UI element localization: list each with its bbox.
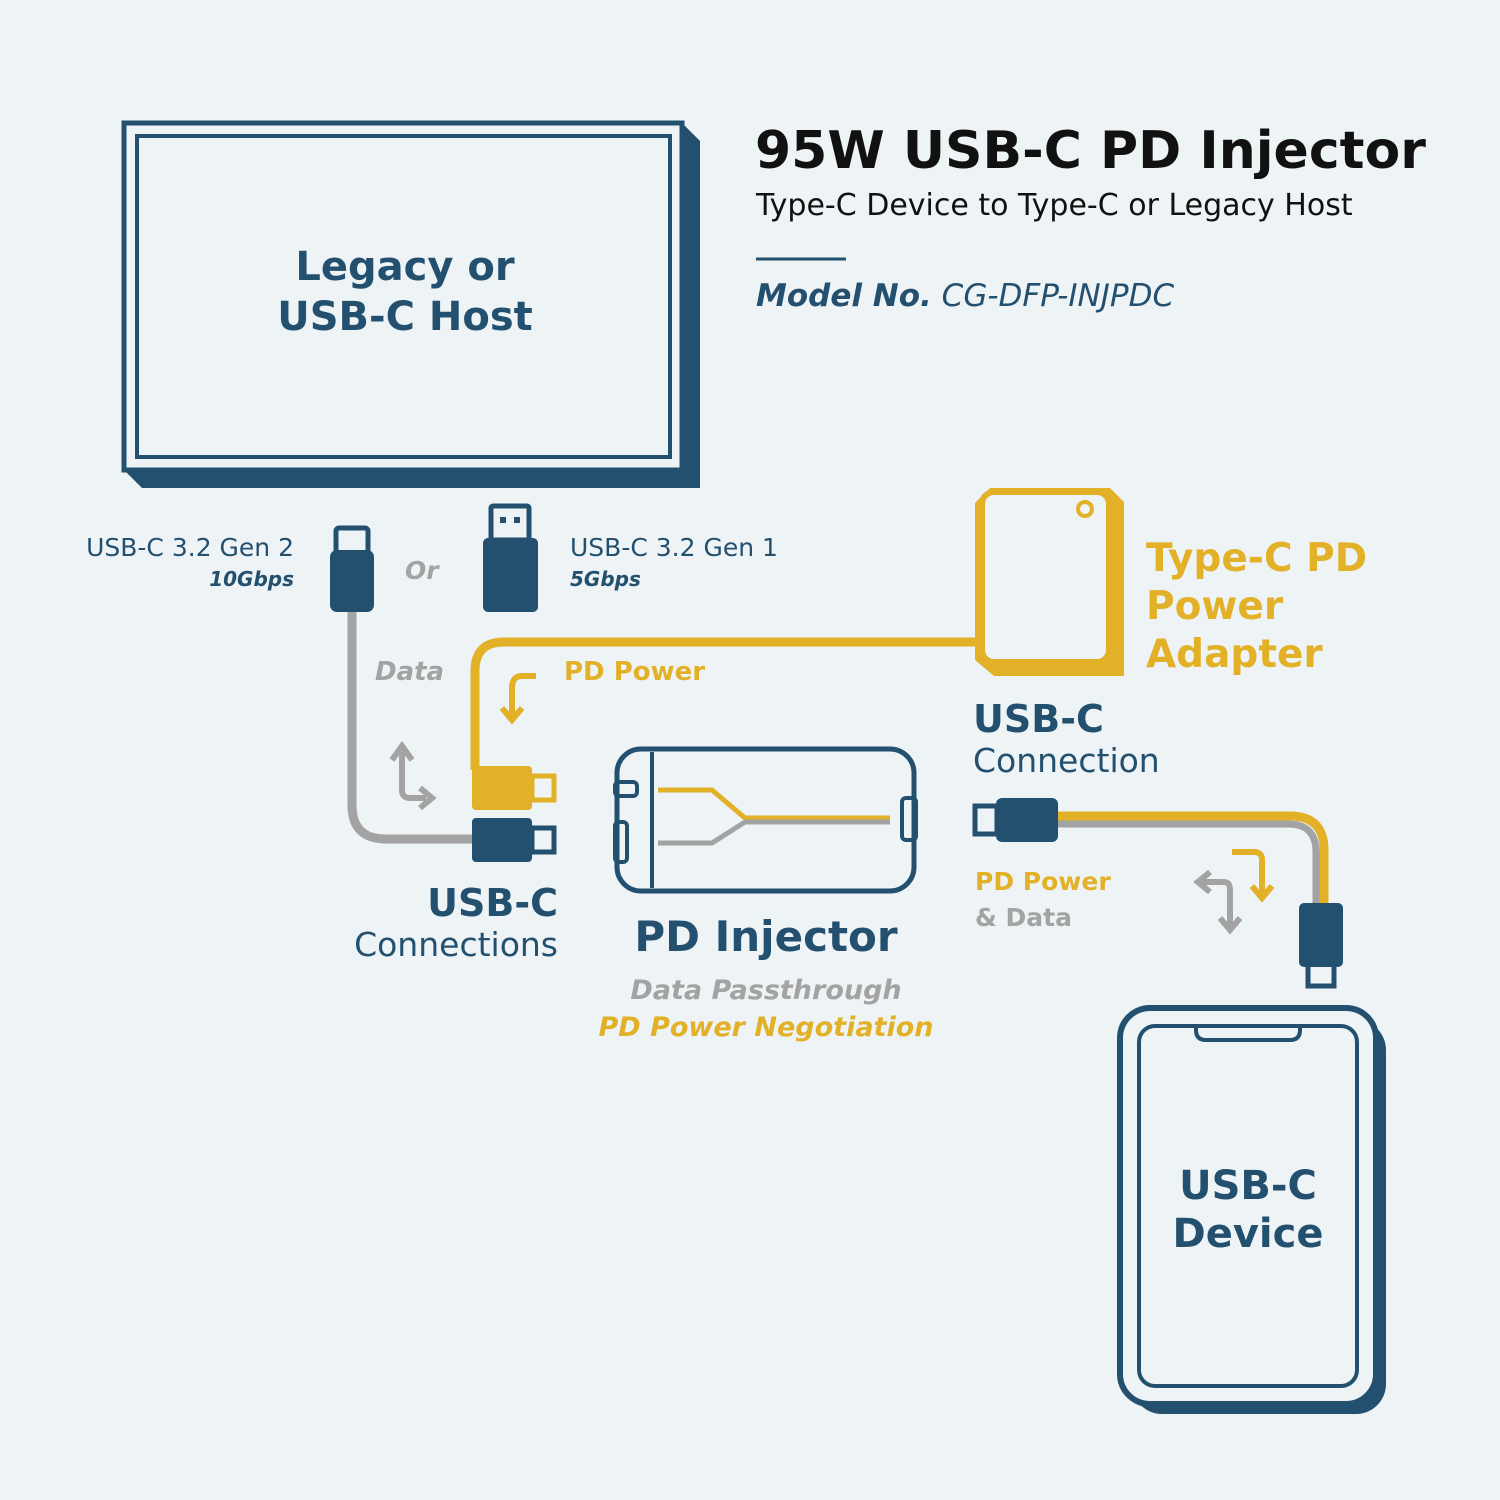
- host-label: Legacy or USB-C Host: [200, 242, 610, 342]
- device-side-plug-icon: [972, 798, 1058, 842]
- left-connections-line2: Connections: [354, 925, 558, 964]
- data-direction-arrow-icon: [389, 740, 437, 811]
- host-monitor-icon: [121, 120, 700, 488]
- pd-power-data-line2: & Data: [975, 903, 1072, 932]
- page-title: 95W USB-C PD Injector: [755, 121, 1426, 181]
- injector-feature-passthrough: Data Passthrough: [630, 975, 902, 1006]
- pd-power-data-label: PD Power & Data: [975, 864, 1111, 936]
- adapter-label-line3: Adapter: [1146, 632, 1323, 677]
- device-cable-data: [1056, 820, 1320, 905]
- adapter-label-line1: Type-C PD: [1146, 536, 1368, 581]
- usb-c-device-icon: [1117, 1005, 1386, 1414]
- model-line: Model No. CG-DFP-INJPDC: [756, 278, 1174, 314]
- power-cable: [470, 637, 975, 770]
- data-cable: [347, 612, 474, 844]
- or-label: Or: [405, 556, 439, 585]
- right-connection-line1: USB-C: [973, 697, 1104, 741]
- device-plug-icon: [1299, 903, 1343, 989]
- host-label-line1: Legacy or: [295, 244, 515, 290]
- injector-title: PD Injector: [634, 912, 898, 961]
- gen2-speed: 10Gbps: [209, 567, 294, 591]
- data-plug-icon: [472, 818, 557, 862]
- gen2-label: USB-C 3.2 Gen 2: [86, 533, 294, 562]
- host-label-line2: USB-C Host: [277, 294, 533, 340]
- data-flow-label: Data: [375, 657, 445, 687]
- page-subtitle: Type-C Device to Type-C or Legacy Host: [756, 188, 1353, 223]
- device-label-line2: Device: [1172, 1211, 1324, 1257]
- usb-c-plug-icon: [330, 525, 374, 612]
- usb-a-plug-icon: [483, 503, 538, 612]
- power-direction-arrow-icon: [499, 673, 536, 725]
- pd-power-data-line1: PD Power: [975, 867, 1111, 896]
- model-number: CG-DFP-INJPDC: [941, 278, 1175, 314]
- injector-feature-negotiation: PD Power Negotiation: [598, 1012, 934, 1043]
- adapter-label-line2: Power: [1146, 584, 1284, 629]
- device-label: USB-C Device: [1128, 1162, 1368, 1258]
- adapter-label: Type-C PD Power Adapter: [1146, 535, 1367, 679]
- gen1-label: USB-C 3.2 Gen 1: [570, 533, 778, 562]
- device-cable-power: [1056, 811, 1329, 905]
- right-connection-label: USB-C Connection: [973, 698, 1160, 782]
- gen1-speed: 5Gbps: [570, 567, 641, 591]
- pd-injector-icon: [613, 746, 918, 894]
- power-data-arrow-icon: [1193, 849, 1275, 935]
- power-adapter-icon: [975, 488, 1124, 676]
- left-connections-line1: USB-C: [427, 881, 558, 925]
- model-label: Model No.: [756, 278, 932, 314]
- right-connection-line2: Connection: [973, 741, 1160, 780]
- device-label-line1: USB-C: [1179, 1163, 1317, 1209]
- left-connections-label: USB-C Connections: [280, 882, 558, 966]
- pd-power-flow-label: PD Power: [564, 657, 706, 687]
- power-plug-icon: [472, 766, 557, 810]
